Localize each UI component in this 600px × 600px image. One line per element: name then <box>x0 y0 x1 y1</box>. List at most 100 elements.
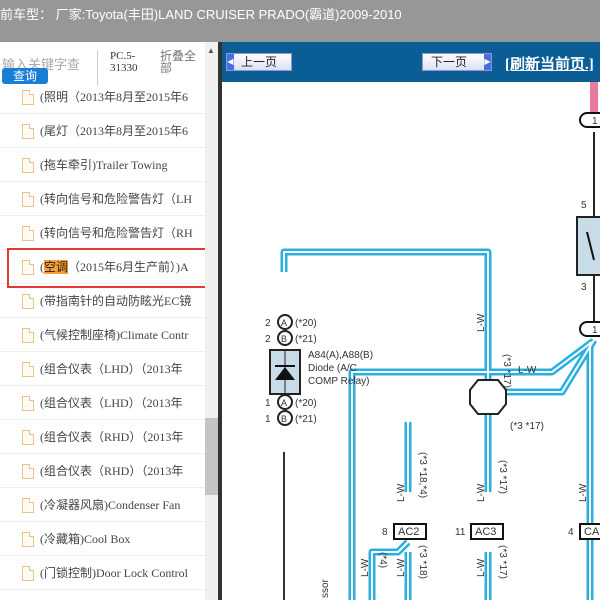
prev-label: 上一页 <box>241 55 278 69</box>
pin-number: 5 <box>581 200 587 211</box>
scrollbar-thumb[interactable] <box>205 418 218 495</box>
list-item[interactable]: (转向信号和危险警告灯（RH <box>0 216 205 250</box>
document-icon <box>22 90 34 105</box>
vehicle-title: 前车型： 厂家:Toyota(丰田)LAND CRUISER PRADO(霸道)… <box>0 0 600 42</box>
pin-number: 11 <box>455 527 466 538</box>
pin-number: 4 <box>568 527 574 538</box>
list-item[interactable]: (尾灯（2013年8月至2015年6 <box>0 114 205 148</box>
item-label: (尾灯（2013年8月至2015年6 <box>40 124 188 138</box>
item-prefix: ( <box>40 260 44 274</box>
list-item[interactable]: (门锁控制)Door Lock Control <box>0 556 205 590</box>
list-item[interactable]: (组合仪表（RHD）（2013年 <box>0 420 205 454</box>
wiring-diagram: A B A B 2 2 1 1 (*20) (*21) (*20) (*21) … <box>265 82 600 600</box>
next-page-button[interactable]: 下一页 ▶ <box>422 53 492 71</box>
item-label: (带指南针的自动防眩光EC镜 <box>40 294 192 308</box>
document-icon <box>22 260 34 275</box>
pin-number: 1 <box>592 116 598 127</box>
pin-a-bot: A <box>281 398 287 408</box>
list-item[interactable]: (带指南针的自动防眩光EC镜 <box>0 284 205 318</box>
pane-divider[interactable] <box>218 42 222 600</box>
pin-number: 8 <box>382 527 388 538</box>
item-label: (转向信号和危险警告灯（LH <box>40 192 192 206</box>
search-match-highlight: 空调 <box>44 260 69 274</box>
item-label: (冷藏箱)Cool Box <box>40 532 131 546</box>
item-label: (组合仪表（RHD）（2013年 <box>40 430 184 444</box>
wire-note: (*4) <box>377 552 388 568</box>
wire-note: (*3 *17) <box>501 354 512 388</box>
item-label: (转向信号和危险警告灯（RH <box>40 226 193 240</box>
document-icon <box>22 328 34 343</box>
wire-label: L-W <box>476 558 487 577</box>
pin-number: 2 <box>265 318 271 329</box>
sidebar: 输入关键字查 查询 PC.5-31330 折叠全部 (照明（2013年8月至20… <box>0 42 218 600</box>
pin-b-bot: B <box>281 414 287 424</box>
wire-label: L-W <box>476 483 487 502</box>
item-label: (门锁控制)Door Lock Control <box>40 566 188 580</box>
pin-b-top: B <box>281 334 287 344</box>
next-label: 下一页 <box>431 55 468 69</box>
list-item[interactable]: (照明（2013年8月至2015年6 <box>0 80 205 114</box>
component-desc: COMP Relay) <box>308 376 370 387</box>
document-icon <box>22 464 34 479</box>
connector-ca <box>579 523 600 540</box>
search-area: 输入关键字查 查询 PC.5-31330 折叠全部 <box>0 42 205 88</box>
page-toolbar: ◀上一页 下一页 ▶ [刷新当前页.] <box>222 42 600 82</box>
item-label: (拖车牵引)Trailer Towing <box>40 158 168 172</box>
document-icon <box>22 192 34 207</box>
document-icon <box>22 294 34 309</box>
document-icon <box>22 498 34 513</box>
list-item[interactable]: (组合仪表（LHD）（2013年 <box>0 386 205 420</box>
pin-number: 2 <box>265 334 271 345</box>
item-label: (组合仪表（LHD）（2013年 <box>40 362 183 376</box>
component-desc: Diode (A/C <box>308 363 357 374</box>
wire-note: (*3 *18) <box>417 545 428 579</box>
note: (*20) <box>295 398 317 409</box>
document-list: (照明（2013年8月至2015年6 (尾灯（2013年8月至2015年6 (拖车牵… <box>0 80 205 590</box>
list-item[interactable]: (空调（2015年6月生产前）)A <box>0 250 205 284</box>
item-label: (气候控制座椅)Climate Contr <box>40 328 189 342</box>
refresh-page-link[interactable]: [刷新当前页.] <box>505 57 594 73</box>
item-label: （2015年6月生产前）)A <box>68 260 189 274</box>
list-item[interactable]: (组合仪表（RHD）（2013年 <box>0 454 205 488</box>
list-item[interactable]: (冷凝器风扇)Condenser Fan <box>0 488 205 522</box>
note: (*20) <box>295 318 317 329</box>
pin-number: 3 <box>581 282 587 293</box>
document-icon <box>22 566 34 581</box>
wire-label: L-W <box>518 365 537 376</box>
note: (*21) <box>295 414 317 425</box>
collapse-all-button[interactable]: 折叠全部 <box>160 49 197 75</box>
pin-number: 1 <box>592 325 598 336</box>
scroll-up-icon[interactable]: ▲ <box>207 46 215 55</box>
wire-label: L-W <box>396 558 407 577</box>
item-label: (组合仪表（RHD）（2013年 <box>40 464 184 478</box>
prev-page-button[interactable]: ◀上一页 <box>226 53 292 71</box>
search-button[interactable]: 查询 <box>2 68 48 84</box>
scrollbar[interactable]: ▲ <box>205 42 218 600</box>
list-item[interactable]: (气候控制座椅)Climate Contr <box>0 318 205 352</box>
item-label: (冷凝器风扇)Condenser Fan <box>40 498 181 512</box>
connector-ac2 <box>393 523 427 540</box>
vehicle-title-text: 前车型： 厂家:Toyota(丰田)LAND CRUISER PRADO(霸道)… <box>0 7 402 22</box>
document-icon <box>22 396 34 411</box>
code-label: PC.5-31330 <box>97 50 138 86</box>
list-item[interactable]: (转向信号和危险警告灯（LH <box>0 182 205 216</box>
wire-label: L-W <box>476 313 487 332</box>
list-item[interactable]: (冷藏箱)Cool Box <box>0 522 205 556</box>
document-icon <box>22 158 34 173</box>
diagram-pane: ◀上一页 下一页▶ [刷新当前页.] A B A B 2 2 1 1 (*20)… <box>222 42 600 600</box>
pin-number: 1 <box>265 398 271 409</box>
wire-label: L-W <box>578 483 589 502</box>
connector-ac3 <box>470 523 504 540</box>
note: (*21) <box>295 334 317 345</box>
list-item[interactable]: (拖车牵引)Trailer Towing <box>0 148 205 182</box>
junction-connector <box>469 379 507 415</box>
list-item[interactable]: (组合仪表（LHD）（2013年 <box>0 352 205 386</box>
wire-label: L-W <box>360 558 371 577</box>
diode-component <box>269 314 301 426</box>
connector-label: AC3 <box>475 526 496 538</box>
wire-note: (*3 *17) <box>497 545 508 579</box>
document-icon <box>22 362 34 377</box>
document-icon <box>22 226 34 241</box>
component-label: A84(A),A88(B) <box>308 350 373 361</box>
arrow-right-icon: ▶ <box>484 54 491 70</box>
